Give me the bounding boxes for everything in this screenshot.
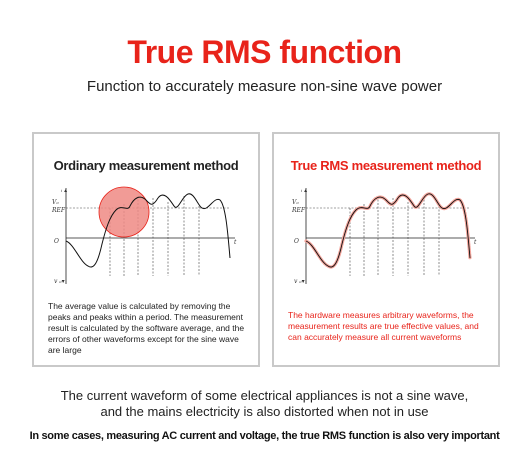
footer-line-1: The current waveform of some electrical … bbox=[60, 388, 469, 403]
left-axis-bottom-label: v ₒ▾ bbox=[54, 278, 65, 285]
left-axis-v-label: Vₒ bbox=[52, 199, 59, 206]
left-axis-origin-label: O bbox=[54, 238, 59, 245]
ordinary-method-description: The average value is calculated by remov… bbox=[48, 301, 245, 355]
right-axis-t-label: t bbox=[474, 239, 477, 246]
ordinary-method-title: Ordinary measurement method bbox=[53, 158, 239, 173]
true-rms-title: True RMS measurement method bbox=[290, 158, 482, 173]
footer-explanation: The current waveform of some electrical … bbox=[0, 388, 529, 420]
left-axis-ref-label: REF bbox=[51, 207, 66, 214]
footer-line-2: and the mains electricity is also distor… bbox=[100, 404, 429, 419]
left-axis-t-label: t bbox=[234, 239, 237, 246]
page-subtitle: Function to accurately measure non-sine … bbox=[86, 78, 443, 95]
true-rms-description: The hardware measures arbitrary waveform… bbox=[288, 310, 479, 342]
right-axis-ref-label: REF bbox=[291, 207, 306, 214]
page-title: True RMS function bbox=[127, 34, 402, 70]
right-axis-top-label: ᵢ ▴ bbox=[301, 187, 307, 194]
footer-emphasis: In some cases, measuring AC current and … bbox=[29, 430, 500, 442]
right-axis-bottom-label: v ₒ▾ bbox=[294, 278, 305, 285]
ordinary-method-panel: Ordinary measurement method ᵢ ▴ Vₒ REF O… bbox=[32, 132, 260, 367]
right-axis-v-label: Vₒ bbox=[292, 199, 299, 206]
right-axis-origin-label: O bbox=[294, 238, 299, 245]
true-rms-waveform-plot: ᵢ ▴ Vₒ REF O t v ₒ▾ bbox=[291, 187, 477, 285]
ordinary-waveform-plot: ᵢ ▴ Vₒ REF O t v ₒ▾ bbox=[51, 186, 237, 285]
left-axis-top-label: ᵢ ▴ bbox=[61, 187, 67, 194]
true-rms-panel: True RMS measurement method ᵢ ▴ Vₒ REF O… bbox=[272, 132, 500, 367]
